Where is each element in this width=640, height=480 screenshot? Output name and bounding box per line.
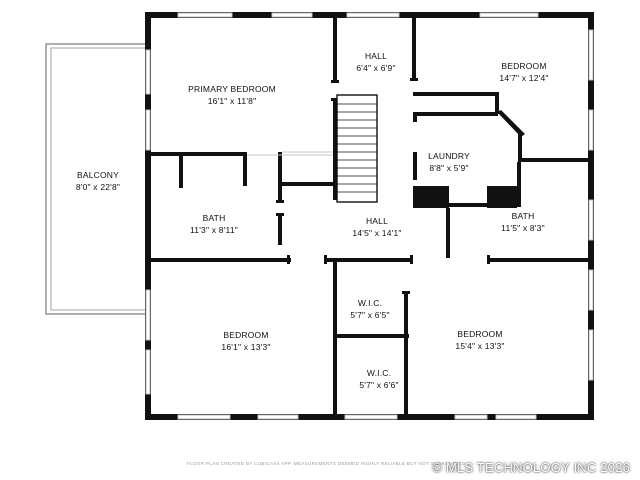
room-dimensions: 14'5" x 14'1" bbox=[352, 228, 402, 238]
room-name: BATH bbox=[202, 213, 226, 223]
room-name: BEDROOM bbox=[501, 61, 547, 71]
room-bath-east: BATH 11'5" x 8'3" bbox=[501, 210, 545, 234]
room-laundry: LAUNDRY 8'8" x 5'9" bbox=[428, 150, 470, 174]
room-dimensions: 16'1" x 13'3" bbox=[221, 342, 271, 352]
floor-plan-disclaimer: FLOOR PLAN CREATED BY CUBICASA APP. MEAS… bbox=[187, 461, 467, 466]
room-wic-bottom: W.I.C. 5'7" x 6'6" bbox=[359, 367, 398, 391]
room-name: W.I.C. bbox=[366, 368, 392, 378]
door-ticks bbox=[276, 78, 490, 294]
room-name: W.I.C. bbox=[357, 298, 383, 308]
room-hall-main: HALL 14'5" x 14'1" bbox=[352, 215, 401, 239]
room-dimensions: 8'0" x 22'8" bbox=[75, 182, 121, 192]
copyright-watermark: © MLS TECHNOLOGY INC 2026 bbox=[432, 460, 630, 475]
room-dimensions: 8'8" x 5'9" bbox=[429, 163, 469, 173]
room-bedroom-ne: BEDROOM 14'7" x 12'4" bbox=[499, 60, 548, 84]
room-balcony: BALCONY 8'0" x 22'8" bbox=[76, 169, 120, 193]
room-dimensions: 11'3" x 8'11" bbox=[190, 225, 238, 235]
partition-lines bbox=[247, 151, 333, 156]
room-dimensions: 16'1" x 11'8" bbox=[207, 96, 257, 106]
room-name: BALCONY bbox=[76, 170, 120, 180]
room-name: BEDROOM bbox=[457, 329, 503, 339]
room-name: BATH bbox=[511, 211, 535, 221]
room-dimensions: 6'4" x 6'9" bbox=[356, 63, 396, 73]
room-name: LAUNDRY bbox=[428, 151, 470, 161]
windows bbox=[145, 12, 594, 420]
room-dimensions: 14'7" x 12'4" bbox=[499, 73, 549, 83]
room-name: PRIMARY BEDROOM bbox=[188, 84, 276, 94]
interior-walls bbox=[151, 18, 588, 414]
room-primary-bedroom: PRIMARY BEDROOM 16'1" x 11'8" bbox=[188, 83, 276, 107]
staircase bbox=[336, 94, 378, 203]
room-wic-top: W.I.C. 5'7" x 6'5" bbox=[350, 297, 389, 321]
room-dimensions: 5'7" x 6'5" bbox=[350, 310, 390, 320]
room-dimensions: 5'7" x 6'6" bbox=[359, 380, 399, 390]
room-name: HALL bbox=[365, 216, 389, 226]
room-bedroom-se: BEDROOM 15'4" x 13'3" bbox=[455, 328, 504, 352]
room-bedroom-sw: BEDROOM 16'1" x 13'3" bbox=[221, 329, 270, 353]
room-dimensions: 11'5" x 8'3" bbox=[501, 223, 545, 233]
room-name: HALL bbox=[364, 51, 388, 61]
room-bath-west: BATH 11'3" x 8'11" bbox=[190, 212, 238, 236]
room-hall-top: HALL 6'4" x 6'9" bbox=[356, 50, 395, 74]
room-name: BEDROOM bbox=[223, 330, 269, 340]
room-dimensions: 15'4" x 13'3" bbox=[455, 341, 505, 351]
